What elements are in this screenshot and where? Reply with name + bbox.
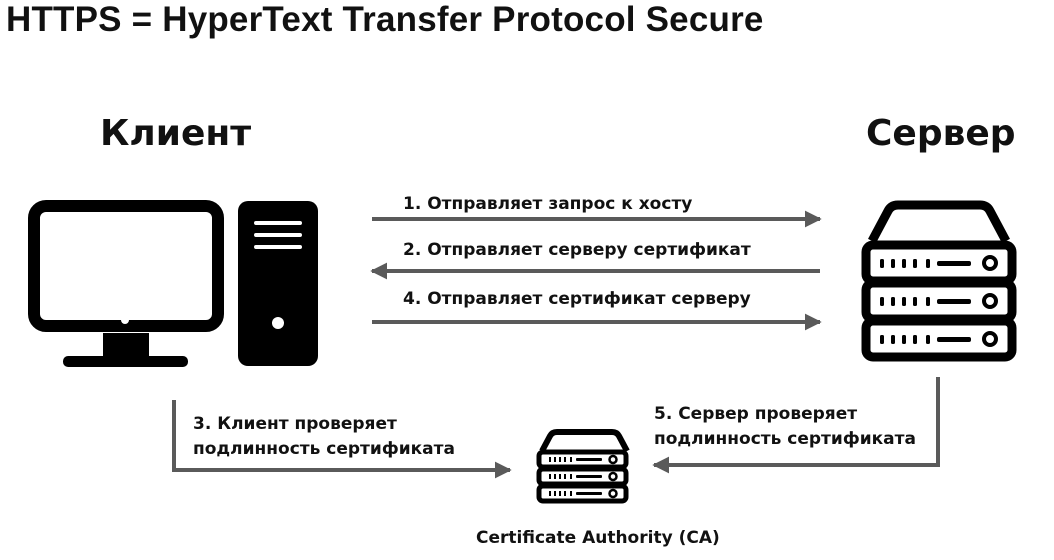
computer-tower-icon [238, 201, 318, 366]
step5-label: 5. Сервер проверяет подлинность сертифик… [654, 404, 916, 449]
page-title: HTTPS = HyperText Transfer Protocol Secu… [6, 0, 764, 39]
monitor-icon [28, 200, 224, 367]
step4-label: 4. Отправляет сертификат серверу [403, 289, 751, 309]
step1-label: 1. Отправляет запрос к хосту [403, 194, 693, 214]
server-rack-icon [861, 200, 1017, 362]
ca-server-icon [536, 429, 630, 504]
arrow-step3 [172, 400, 512, 479]
server-label: Сервер [866, 113, 1016, 154]
step2-label: 2. Отправляет серверу сертификат [403, 240, 751, 260]
step3-label: 3. Клиент проверяет подлинность сертифик… [193, 414, 455, 459]
arrow-step5 [652, 377, 940, 474]
client-label: Клиент [100, 113, 252, 154]
ca-label: Certificate Authority (CA) [476, 528, 720, 548]
